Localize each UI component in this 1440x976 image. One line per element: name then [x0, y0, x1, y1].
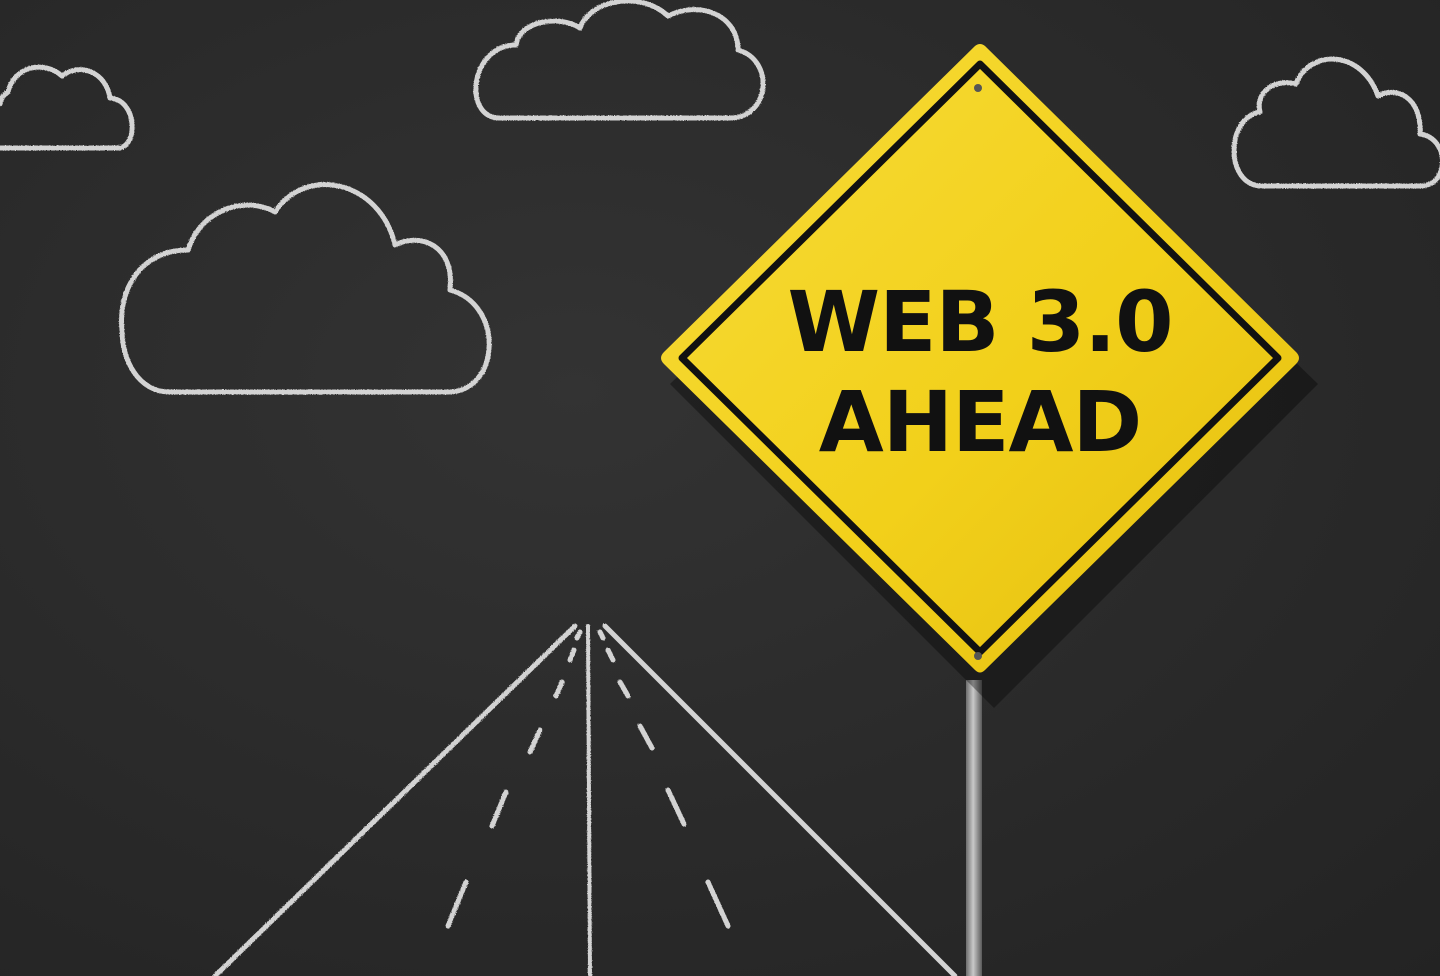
sign-text: WEB 3.0 AHEAD	[760, 272, 1200, 472]
cloud-icon	[0, 64, 135, 151]
sign-line-1: WEB 3.0	[787, 273, 1173, 371]
warning-sign-icon	[661, 44, 1299, 673]
cloud-icon	[473, 0, 766, 121]
cloud-icon	[119, 182, 492, 395]
cloud-icon	[1231, 56, 1440, 189]
sign-line-2: AHEAD	[818, 373, 1142, 471]
road-icon	[212, 623, 958, 976]
sign-post	[966, 680, 982, 976]
